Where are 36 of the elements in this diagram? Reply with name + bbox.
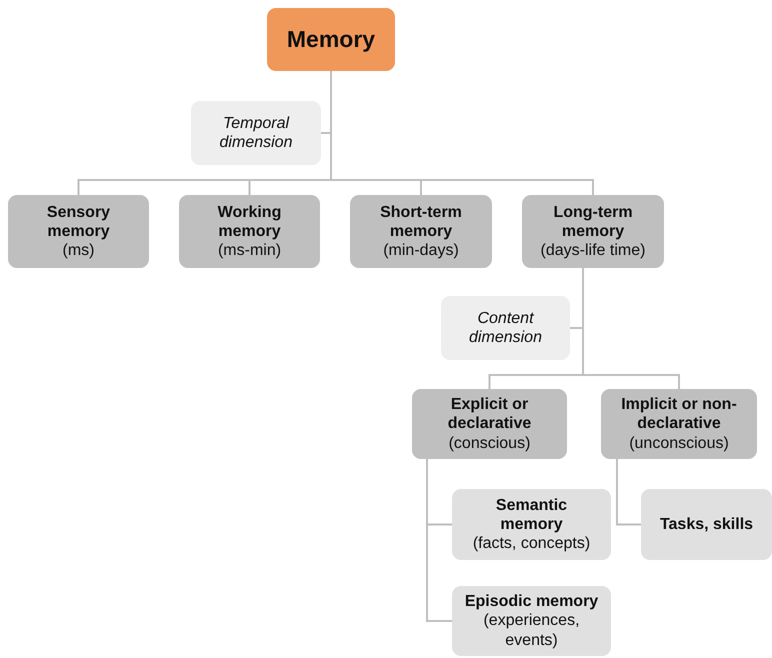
node-description: (unconscious) — [629, 434, 729, 453]
node-description: (ms) — [62, 241, 94, 260]
root-box — [267, 8, 395, 71]
node-description: (days-life time) — [540, 241, 646, 260]
category-box — [412, 389, 567, 459]
subcategory-box — [452, 489, 611, 560]
title-text: Memory — [286, 26, 376, 54]
category-box — [8, 195, 149, 268]
dimension-label: Temporal dimension — [218, 114, 294, 152]
connector-line — [616, 459, 641, 526]
node-description: (experiences, events) — [482, 611, 581, 650]
node-title: Working memory — [216, 202, 282, 242]
dimension-box — [441, 296, 570, 360]
subcategory-box — [641, 489, 772, 560]
node-title: Short-term memory — [379, 202, 463, 242]
dimension-box — [191, 101, 321, 165]
subcategory-box — [452, 586, 611, 656]
node-title: Explicit or declarative — [446, 395, 532, 434]
category-box — [522, 195, 664, 268]
category-box — [601, 389, 757, 459]
node-description: (facts, concepts) — [472, 534, 590, 554]
node-description: (min-days) — [383, 241, 459, 260]
connector-line — [330, 71, 594, 195]
node-title: Implicit or non-declarative — [620, 395, 738, 434]
node-title: Long-term memory — [552, 202, 634, 242]
category-box — [179, 195, 320, 268]
dimension-label: Content dimension — [468, 308, 543, 348]
connector-line — [582, 268, 680, 389]
node-description: (ms-min) — [218, 241, 282, 260]
node-title: Sensory memory — [46, 202, 112, 242]
node-title: Episodic memory — [464, 592, 598, 612]
node-description: (conscious) — [448, 434, 530, 453]
node-title: Semantic memory — [494, 496, 568, 534]
node-title: Tasks, skills — [660, 514, 754, 534]
connector-line — [426, 459, 452, 622]
category-box — [350, 195, 492, 268]
